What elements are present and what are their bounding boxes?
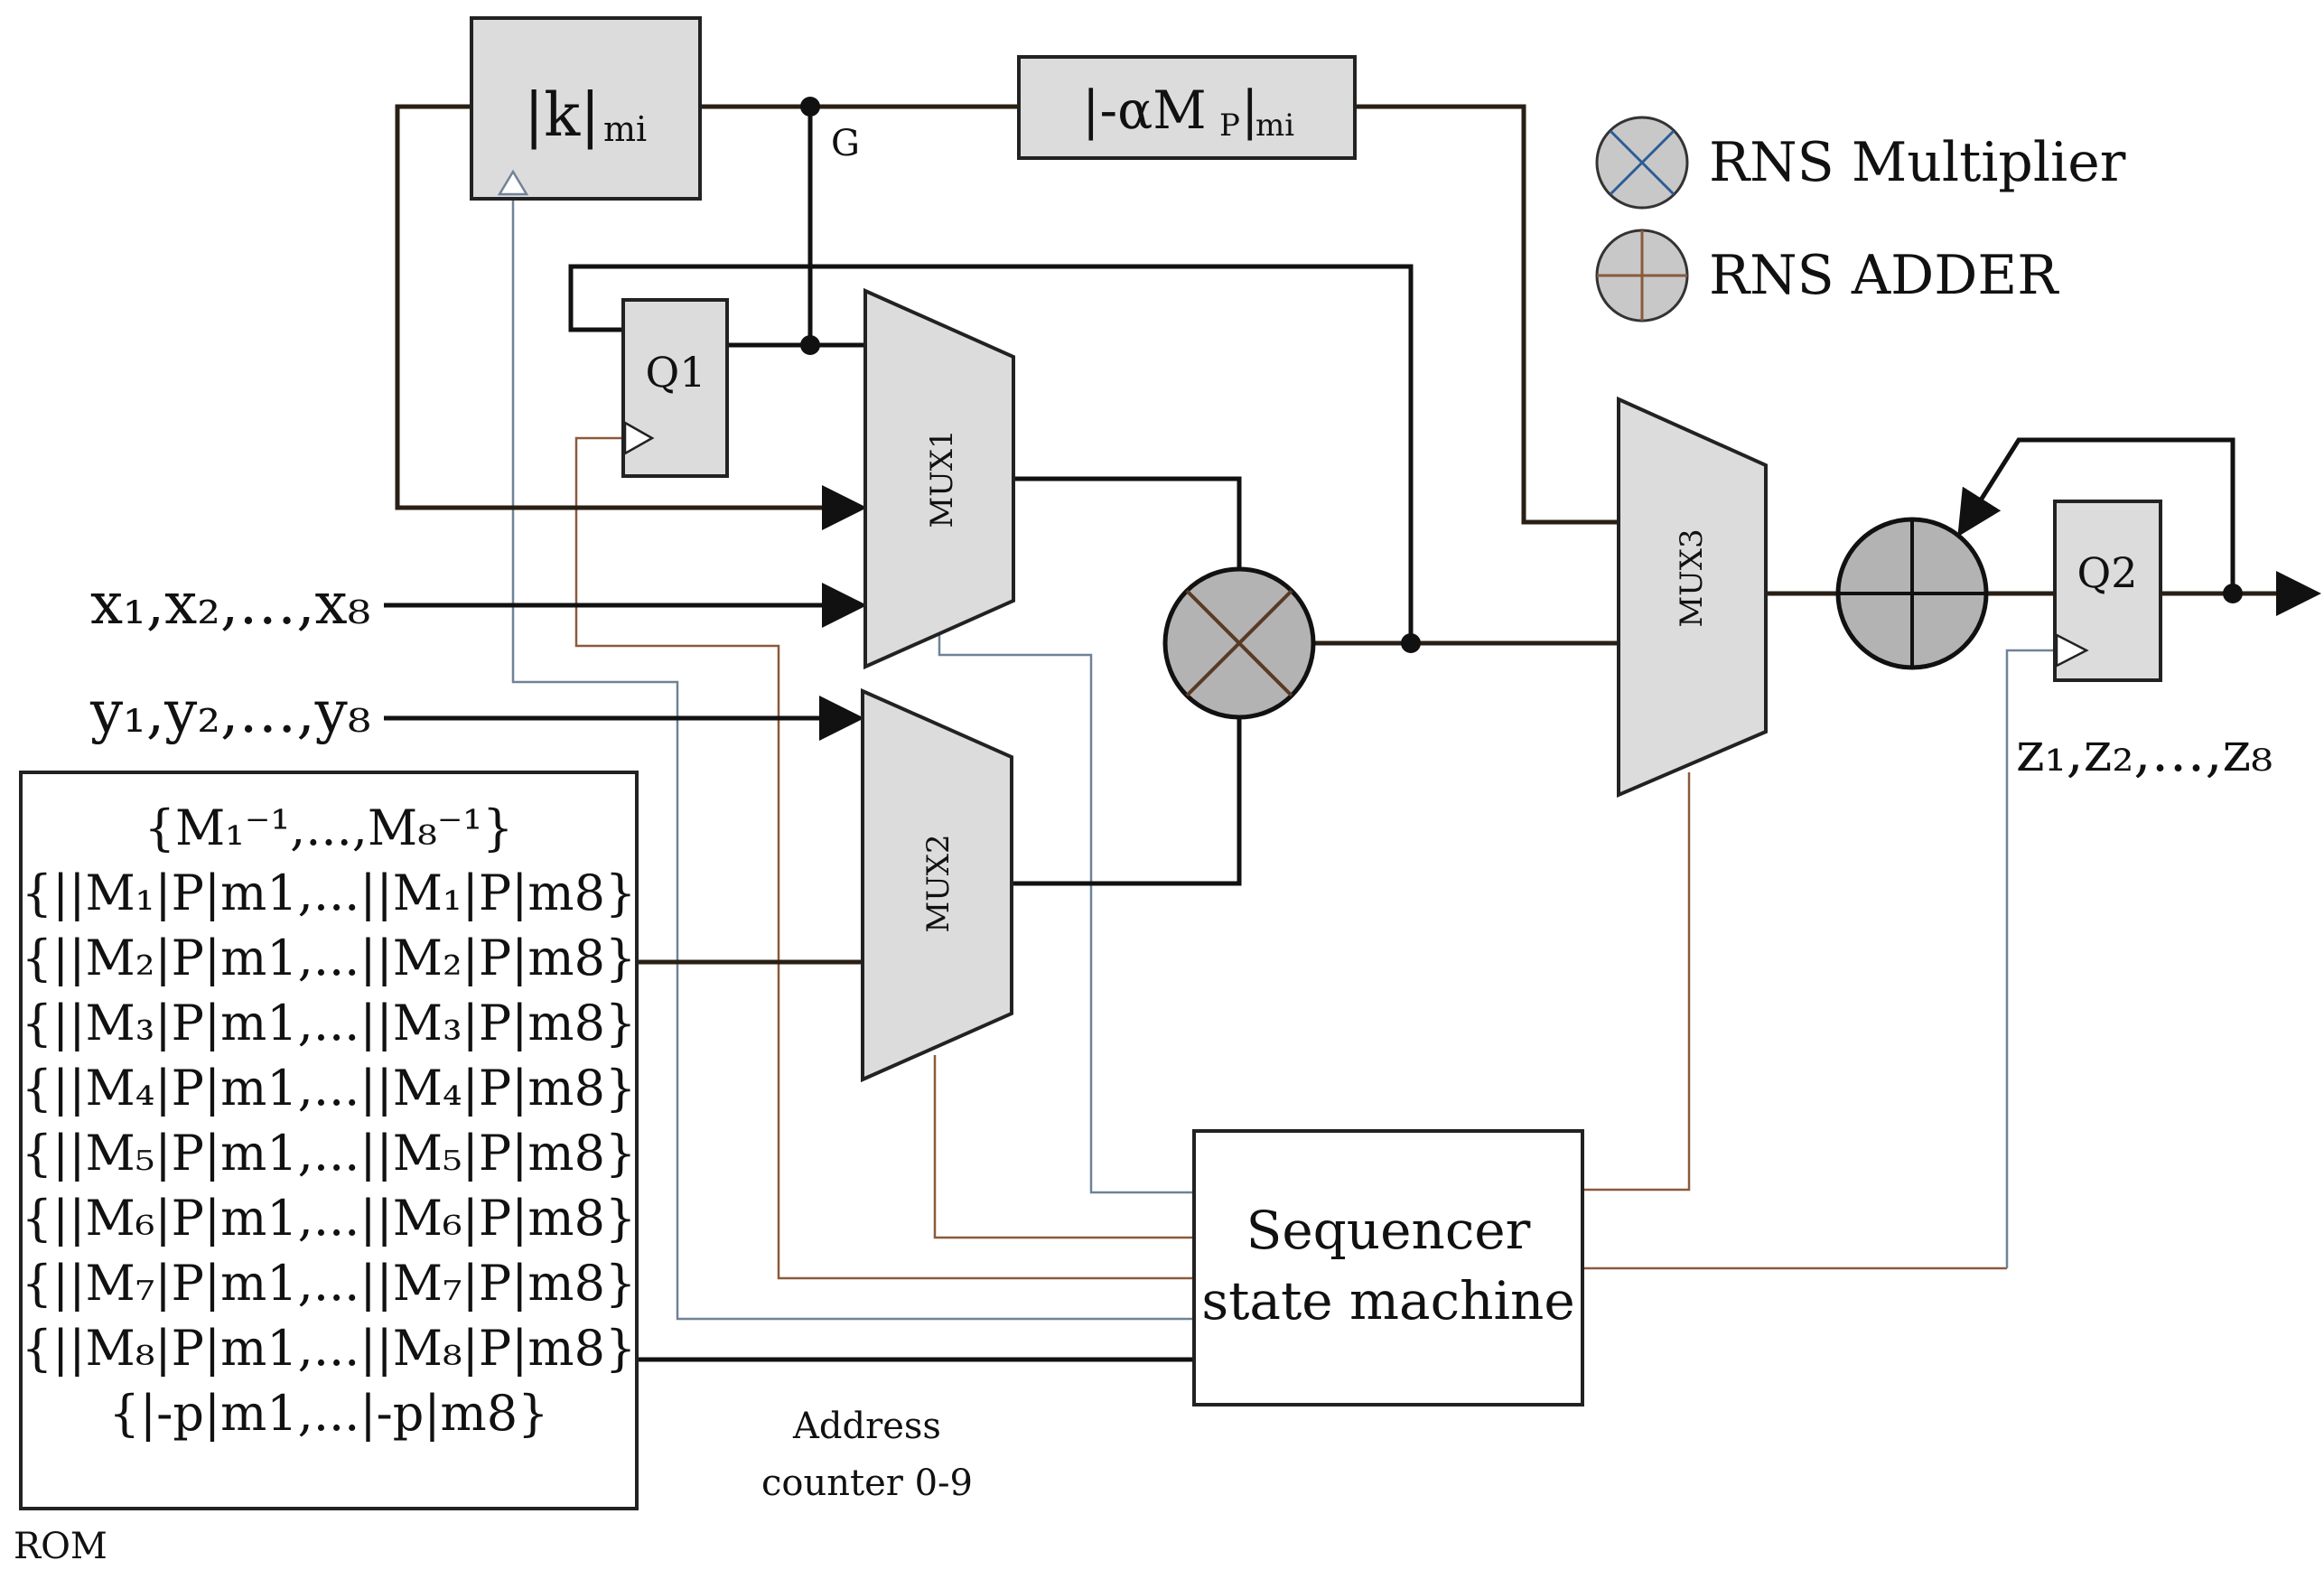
rom-label: ROM xyxy=(14,1526,107,1567)
rom-line: {||M₈|P|m1,...||M₈|P|m8} xyxy=(22,1320,637,1377)
rom-line: {||M₃|P|m1,...||M₃|P|m8} xyxy=(22,995,637,1051)
rom-line: {||M₆|P|m1,...||M₆|P|m8} xyxy=(22,1190,637,1247)
register-q1: Q1 xyxy=(621,298,729,478)
data-wires xyxy=(384,104,2321,1362)
rom-line: {||M₂|P|m1,...||M₂|P|m8} xyxy=(22,930,637,986)
alpha-block-label: |-αM xyxy=(1082,79,1207,141)
q2-label: Q2 xyxy=(2077,548,2138,597)
sequencer-line-1: Sequencer xyxy=(1246,1200,1531,1261)
register-q2: Q2 xyxy=(2053,500,2162,682)
mux3: MUX3 xyxy=(1617,396,1768,799)
legend-multiplier-label: RNS Multiplier xyxy=(1709,131,2126,194)
x-input-label: x₁,x₂,…,x₈ xyxy=(90,571,370,638)
legend: RNS Multiplier RNS ADDER xyxy=(1595,116,2126,322)
rns-adder xyxy=(1835,517,1989,670)
rom-line: {||M₁|P|m1,...||M₁|P|m8} xyxy=(22,864,637,921)
alpha-mp-block: |-αM P | mi xyxy=(1017,55,1357,160)
mux2: MUX2 xyxy=(861,687,1013,1083)
q1-label: Q1 xyxy=(646,348,706,397)
rom-line: {||M₄|P|m1,...||M₄|P|m8} xyxy=(22,1060,637,1117)
mux3-label: MUX3 xyxy=(1674,528,1710,627)
legend-multiplier-icon xyxy=(1595,116,1689,210)
k-block-label: |k| xyxy=(524,80,600,150)
legend-adder-icon xyxy=(1595,229,1689,322)
mux2-label: MUX2 xyxy=(920,834,957,932)
address-counter-line-1: Address xyxy=(792,1406,941,1447)
k-modulo-block: |k| mi xyxy=(470,16,702,201)
z-output-label: z₁,z₂,…,z₈ xyxy=(2016,721,2273,784)
control-wires xyxy=(511,185,2055,1321)
address-counter-line-2: counter 0-9 xyxy=(761,1463,973,1504)
rom-line: {||M₇|P|m1,...||M₇|P|m8} xyxy=(22,1255,637,1312)
sequencer-line-2: state machine xyxy=(1201,1270,1574,1332)
rom-line: {M₁⁻¹,...,M₈⁻¹} xyxy=(145,799,514,856)
legend-adder-label: RNS ADDER xyxy=(1709,244,2059,307)
rom-line: {||M₅|P|m1,...||M₅|P|m8} xyxy=(22,1125,637,1182)
rom-line: {|-p|m1,...|-p|m8} xyxy=(109,1385,549,1442)
alpha-block-bar: | xyxy=(1241,79,1259,141)
sequencer-state-machine: Sequencer state machine xyxy=(1192,1129,1584,1406)
junction-dots xyxy=(800,97,2243,653)
rns-multiplier xyxy=(1162,566,1316,720)
alpha-block-sub2: mi xyxy=(1255,107,1294,144)
k-block-subscript: mi xyxy=(603,109,647,149)
mux1: MUX1 xyxy=(863,287,1015,670)
y-input-label: y₁,y₂,…,y₈ xyxy=(89,679,370,746)
mux1-label: MUX1 xyxy=(924,429,960,528)
rom-contents: {M₁⁻¹,...,M₈⁻¹} {||M₁|P|m1,...||M₁|P|m8} {… xyxy=(22,799,637,1442)
alpha-block-sub1: P xyxy=(1219,107,1240,144)
rom-block: {M₁⁻¹,...,M₈⁻¹} {||M₁|P|m1,...||M₁|P|m8} {… xyxy=(19,771,639,1510)
node-g-label: G xyxy=(831,123,860,164)
